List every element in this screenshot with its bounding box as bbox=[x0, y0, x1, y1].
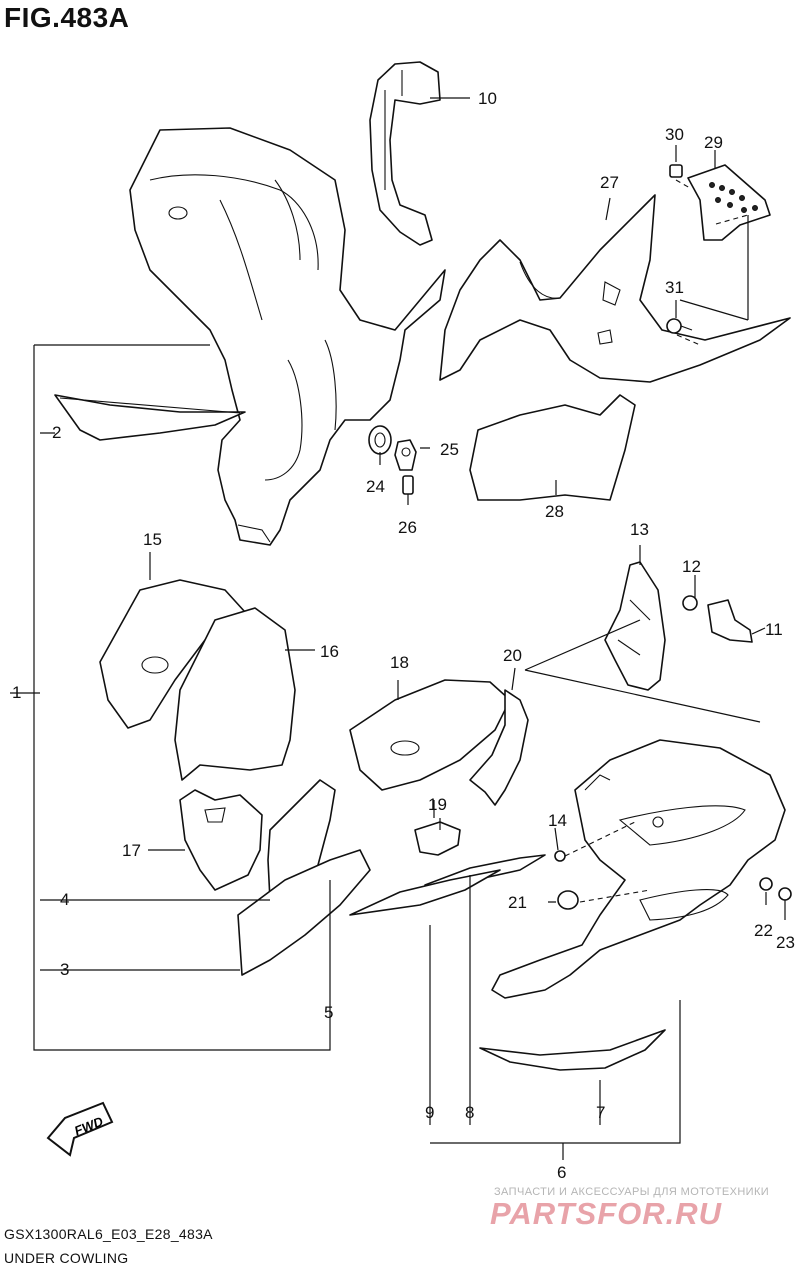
callout-18: 18 bbox=[390, 653, 409, 672]
callout-22: 22 bbox=[754, 921, 773, 940]
callout-6: 6 bbox=[557, 1163, 566, 1182]
callout-28: 28 bbox=[545, 502, 564, 521]
part-21-grommet bbox=[557, 890, 579, 910]
callout-31: 31 bbox=[665, 278, 684, 297]
callout-1: 1 bbox=[12, 683, 21, 702]
part-18-cover bbox=[349, 679, 511, 791]
callout-11: 11 bbox=[765, 620, 783, 639]
callout-23: 23 bbox=[776, 933, 795, 952]
callout-3: 3 bbox=[60, 960, 69, 979]
callout-13: 13 bbox=[630, 520, 649, 539]
part-20-cover-strip bbox=[469, 689, 529, 806]
part-7-lower-cowling bbox=[491, 739, 786, 999]
callout-4: 4 bbox=[60, 890, 69, 909]
callout-29: 29 bbox=[704, 133, 723, 152]
part-10-duct bbox=[369, 61, 441, 246]
callout-19: 19 bbox=[428, 795, 447, 814]
callout-25: 25 bbox=[440, 440, 459, 459]
part-27-side-cowling bbox=[439, 194, 791, 383]
part-28-inner-panel bbox=[469, 394, 636, 501]
part-3-lower-panel bbox=[237, 849, 371, 976]
figure-title: FIG.483A bbox=[4, 2, 130, 33]
part-22-washer bbox=[759, 877, 773, 891]
callout-5: 5 bbox=[324, 1003, 333, 1022]
callout-27: 27 bbox=[600, 173, 619, 192]
callout-15: 15 bbox=[143, 530, 162, 549]
callout-16: 16 bbox=[320, 642, 339, 661]
part-2-trim-strip bbox=[54, 394, 246, 441]
part-30-screw bbox=[669, 164, 691, 189]
watermark-logo: PARTSFOR.RU bbox=[490, 1196, 723, 1231]
part-11-bracket bbox=[707, 599, 753, 643]
section-name: UNDER COWLING bbox=[4, 1250, 129, 1266]
watermark-tagline: ЗАПЧАСТИ И АКСЕССУАРЫ ДЛЯ МОТОТЕХНИКИ bbox=[494, 1186, 770, 1198]
part-31-screw bbox=[666, 318, 693, 334]
callout-26: 26 bbox=[398, 518, 417, 537]
part-13-inner-bracket bbox=[604, 561, 666, 691]
callout-14: 14 bbox=[548, 811, 567, 830]
part-9-trim bbox=[349, 869, 501, 916]
part-26-bolt bbox=[402, 475, 414, 495]
model-code: GSX1300RAL6_E03_E28_483A bbox=[4, 1226, 213, 1242]
part-12-screw bbox=[682, 595, 698, 611]
part-25-clip-nut bbox=[394, 439, 417, 471]
part-19-clip bbox=[414, 821, 461, 856]
part-7-trim-strip bbox=[479, 1029, 666, 1071]
callout-12: 12 bbox=[682, 557, 701, 576]
callout-9: 9 bbox=[425, 1103, 434, 1122]
callout-10: 10 bbox=[478, 89, 497, 108]
callout-21: 21 bbox=[508, 893, 527, 912]
callout-24: 24 bbox=[366, 477, 385, 496]
part-1-lower-cowling-body bbox=[129, 127, 446, 546]
part-17-side-panel bbox=[179, 789, 263, 891]
callout-20: 20 bbox=[503, 646, 522, 665]
part-23-screw bbox=[778, 887, 792, 901]
part-16-inner-cover bbox=[174, 607, 296, 781]
callout-2: 2 bbox=[52, 423, 61, 442]
callout-8: 8 bbox=[465, 1103, 474, 1122]
callout-17: 17 bbox=[122, 841, 141, 860]
part-14-screw bbox=[554, 850, 566, 862]
callout-7: 7 bbox=[596, 1103, 605, 1122]
callout-30: 30 bbox=[665, 125, 684, 144]
part-29-bracket bbox=[687, 164, 771, 241]
part-24-grommet bbox=[368, 425, 392, 455]
fwd-arrow-icon: FWD bbox=[46, 1101, 114, 1157]
